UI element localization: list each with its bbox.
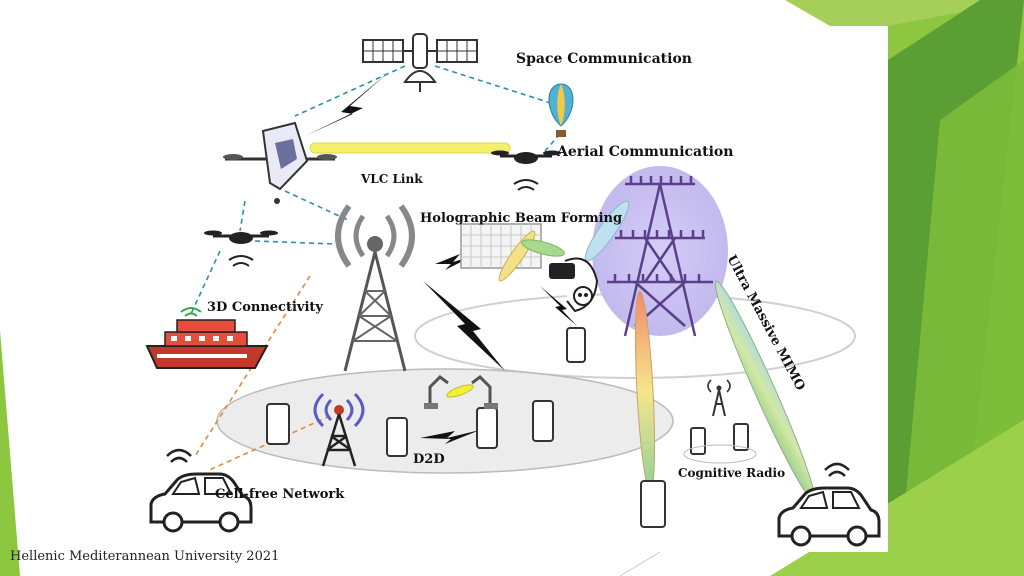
mimo-halo [592, 166, 728, 336]
label-holographic-beam-forming: Holographic Beam Forming [420, 211, 622, 226]
vlc-beam [309, 142, 511, 154]
bolt-d2d [420, 430, 480, 444]
link-uav-tower [284, 190, 351, 222]
cognitive-area [683, 444, 757, 464]
link-drone-tower [254, 240, 336, 245]
vr-user-icon [549, 257, 599, 313]
wireless-bolts [305, 71, 577, 444]
ship-icon [145, 307, 269, 369]
robot-arms-icon [424, 375, 498, 409]
6g-network-diagram: Space Communication Aerial Communication… [145, 33, 881, 547]
link-satellite-uav [294, 65, 406, 117]
diagram-panel: Space Communication Aerial Communication… [135, 26, 888, 552]
cellfree-tower-icon [313, 392, 365, 467]
phone-cognitive-2 [733, 423, 749, 451]
bolt-satellite-uav [305, 71, 390, 136]
phone-cognitive-1 [690, 427, 706, 455]
mimo-tower-icon [607, 176, 713, 337]
green-facet-left [0, 330, 20, 576]
link-satellite-balloon [434, 65, 561, 107]
phone-d2d-1 [266, 403, 290, 445]
label-3d-connectivity: 3D Connectivity [207, 300, 323, 315]
label-d2d: D2D [413, 452, 445, 467]
phone-mimo [640, 480, 666, 528]
drone-left-icon [204, 230, 278, 267]
main-tower-icon [335, 204, 415, 372]
phones [266, 327, 749, 528]
car-left-icon [149, 448, 253, 533]
holo-beam-2 [521, 239, 565, 257]
phone-d2d-3 [476, 407, 498, 449]
label-cell-free-network: Cell-free Network [215, 487, 345, 502]
phone-d2d-4 [532, 400, 554, 442]
label-space-communication: Space Communication [516, 51, 692, 67]
phone-d2d-2 [386, 417, 408, 457]
label-cognitive-radio: Cognitive Radio [678, 466, 785, 480]
satellite-icon [362, 33, 478, 92]
cognitive-antenna-icon [707, 379, 731, 417]
label-aerial-communication: Aerial Communication [556, 144, 733, 160]
bolt-tower-d2d [423, 281, 505, 371]
link-uav-drone [239, 200, 246, 232]
footer-text: Hellenic Mediterannean University 2021 [10, 549, 280, 564]
phone-holo [566, 327, 586, 363]
deco-line [619, 551, 661, 576]
flying-taxi-icon [223, 121, 337, 204]
drone-right-icon [491, 150, 561, 191]
car-right-icon [777, 462, 881, 547]
label-vlc-link: VLC Link [360, 172, 423, 186]
green-facet-right-mid [900, 60, 1024, 560]
balloon-icon [548, 83, 574, 137]
bolt-tower-holo [435, 254, 473, 270]
link-drone-ship [189, 250, 221, 317]
